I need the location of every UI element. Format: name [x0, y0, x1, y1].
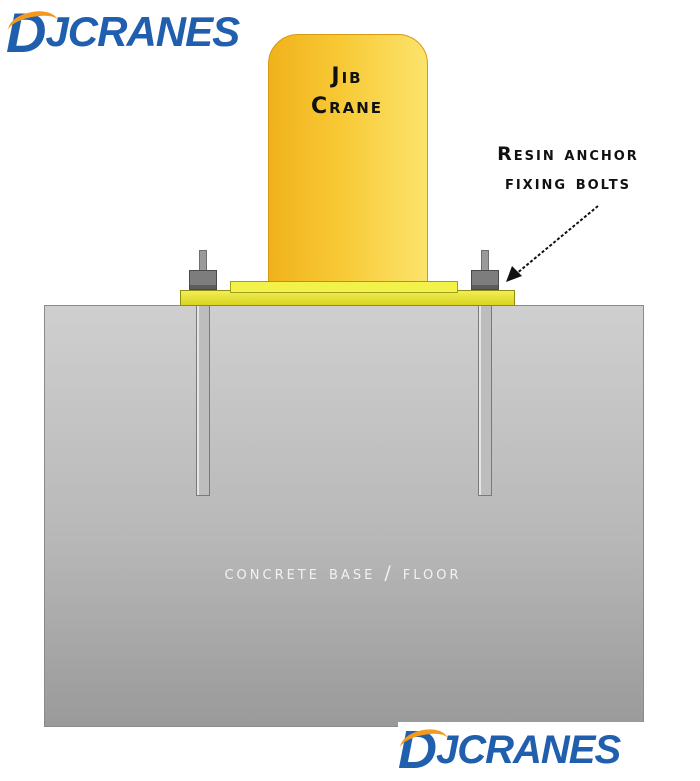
concrete-base [44, 305, 644, 727]
concrete-base-label: concrete base / floor [224, 562, 462, 584]
logo-letter-d: D [398, 720, 437, 780]
resin-anchor-label-line2: fixing bolts [504, 172, 632, 194]
jib-crane-label: Jib Crane [268, 62, 426, 122]
resin-anchor-label-line1: Resin anchor [497, 143, 639, 165]
jib-crane-column [268, 34, 428, 286]
logo-text: JCRANES [45, 8, 240, 55]
pointer-arrow-line [515, 205, 599, 275]
jib-crane-label-line1: Jib [331, 64, 363, 89]
djcranes-logo-bottom: D JCRANES [397, 720, 700, 780]
logo-text: JCRANES [436, 727, 621, 772]
column-flange [230, 281, 458, 293]
nut-right [471, 270, 499, 290]
logo-letter-d: D [6, 0, 46, 64]
pointer-arrow-head [506, 266, 522, 282]
jib-crane-label-line2: Crane [310, 94, 384, 119]
djcranes-logo-top: D JCRANES [5, 1, 306, 64]
resin-anchor-label: Resin anchor fixing bolts [440, 140, 696, 198]
nut-left [189, 270, 217, 290]
